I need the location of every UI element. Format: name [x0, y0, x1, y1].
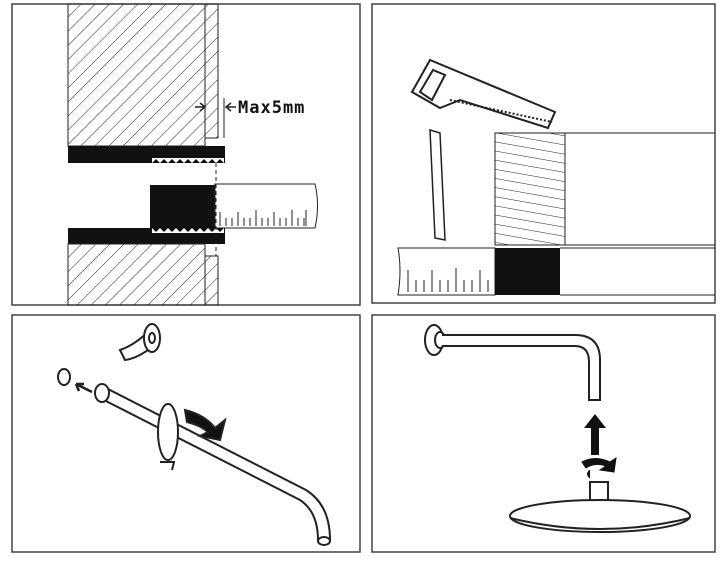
wood-block — [494, 132, 566, 246]
shower-head — [509, 481, 691, 533]
tile-lower — [204, 255, 219, 306]
arrow-left-icon — [74, 382, 93, 394]
max-depth-label: Max5mm — [238, 98, 305, 118]
panel-wrap-thread-tape — [11, 314, 361, 553]
wall-upper — [67, 3, 206, 147]
arrow-right-icon — [195, 102, 207, 112]
wall-lower — [67, 243, 206, 306]
panel-cut-pipe — [371, 3, 716, 304]
tile-upper — [204, 3, 219, 139]
hacksaw-icon — [410, 58, 557, 130]
arrow-left-icon — [224, 102, 236, 112]
arrow-up-icon — [584, 414, 606, 455]
panel-mount-shower-head — [371, 314, 716, 553]
thread-tape-roll-icon — [118, 323, 161, 362]
measuring-tape — [214, 183, 318, 229]
fitting-block — [150, 185, 215, 228]
tape-wrap — [157, 403, 227, 471]
tile-piece — [429, 128, 446, 241]
escutcheon-small — [57, 368, 71, 386]
panel-measure-wall-depth: Max5mm — [11, 3, 361, 306]
shower-arm-pipe — [442, 334, 601, 401]
measuring-tape — [397, 247, 496, 296]
fitting-block — [495, 248, 560, 295]
rotate-icon — [581, 456, 617, 479]
